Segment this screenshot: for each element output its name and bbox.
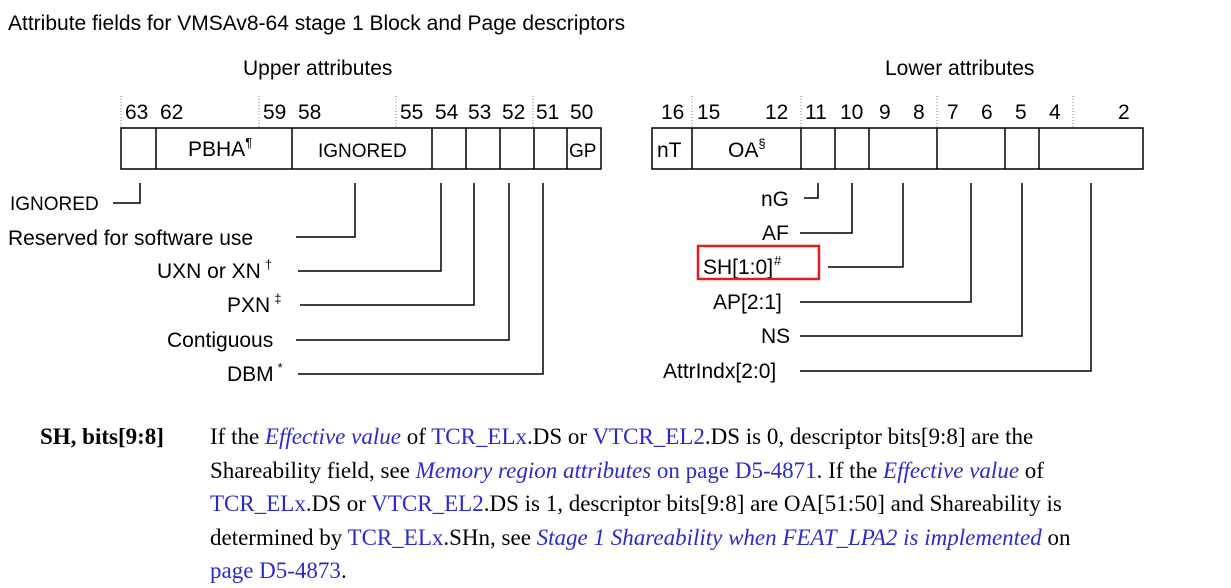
attribute-fields-diagram: Attribute fields for VMSAv8-64 stage 1 B…: [8, 12, 1144, 386]
bit-number: 16: [661, 101, 684, 124]
bit-number: 2: [1118, 101, 1130, 124]
bit-number: 58: [298, 101, 321, 124]
upper-bit-numbers: 63 62 59 58 55 54 53 52 51 50: [125, 101, 593, 124]
lower-leader-lines: [800, 183, 1092, 372]
effective-value-link[interactable]: Effective value: [883, 457, 1020, 483]
upper-leader-lines: [113, 183, 544, 375]
field-description-body: If the Effective value of TCR_ELx.DS or …: [210, 420, 1230, 588]
gp-field: GP: [569, 141, 596, 162]
bit-number: 63: [125, 101, 148, 124]
lower-bit-numbers: 16 15 12 11 10 9 8 7 6 5 4 2: [661, 101, 1130, 124]
label-ignored: IGNORED: [10, 194, 99, 215]
memory-region-attributes-link[interactable]: Memory region attributes: [415, 457, 652, 483]
bit-number: 5: [1015, 101, 1027, 124]
bit-number: 62: [160, 101, 183, 124]
tcr-elx-link[interactable]: TCR_ELx: [431, 424, 528, 449]
vtcr-el2-link[interactable]: VTCR_EL2: [371, 491, 484, 516]
ignored-field: IGNORED: [318, 141, 407, 162]
bit-number: 55: [400, 101, 423, 124]
effective-value-link[interactable]: Effective value: [264, 424, 401, 449]
bit-number: 51: [536, 101, 559, 124]
bit-number: 52: [502, 101, 525, 124]
bit-tick-guides: [120, 96, 1074, 128]
bit-number: 8: [913, 101, 925, 124]
tcr-elx-link[interactable]: TCR_ELx: [210, 491, 306, 516]
bit-number: 50: [570, 101, 593, 124]
description-line: page D5-4873.: [210, 558, 347, 583]
description-line: determined by TCR_ELx.SHn, see Stage 1 S…: [210, 524, 1071, 550]
bit-number: 53: [468, 101, 491, 124]
description-line: TCR_ELx.DS or VTCR_EL2.DS is 1, descript…: [210, 491, 1062, 516]
nt-field: nT: [657, 139, 682, 162]
label-contiguous: Contiguous: [167, 329, 273, 352]
label-ns: NS: [761, 325, 790, 348]
pbha-field: PBHA¶: [188, 135, 252, 161]
upper-field-labels: IGNORED Reserved for software use UXN or…: [8, 194, 283, 386]
label-af: AF: [762, 222, 789, 245]
label-dbm: DBM*: [227, 360, 283, 386]
upper-register: [120, 127, 602, 170]
bit-number: 10: [840, 101, 863, 124]
bit-number: 59: [263, 101, 286, 124]
field-term: SH, bits[9:8]: [40, 424, 164, 449]
figure-title: Attribute fields for VMSAv8-64 stage 1 B…: [8, 12, 625, 35]
bit-number: 12: [765, 101, 788, 124]
page-d5-4873-link[interactable]: page D5-4873: [210, 558, 341, 583]
label-uxn-xn: UXN or XN†: [157, 257, 272, 283]
label-reserved-software: Reserved for software use: [8, 227, 253, 250]
bit-number: 15: [697, 101, 720, 124]
lower-field-labels: nG AF SH[1:0]# AP[2:1] NS AttrIndx[2:0]: [663, 188, 790, 383]
label-attrindx: AttrIndx[2:0]: [663, 360, 776, 383]
bit-number: 11: [805, 101, 827, 124]
label-pxn: PXN‡: [227, 291, 281, 317]
label-ng: nG: [761, 188, 789, 211]
sh-highlight-box: [696, 244, 821, 281]
bit-number: 6: [981, 101, 993, 124]
oa-field: OA§: [728, 136, 766, 162]
page-d5-4871-link[interactable]: on page D5-4871: [651, 457, 817, 483]
bit-number: 4: [1049, 101, 1061, 124]
label-sh: SH[1:0]#: [703, 253, 782, 279]
description-line: If the Effective value of TCR_ELx.DS or …: [210, 424, 1034, 449]
bit-number: 54: [435, 101, 459, 124]
lower-attributes-heading: Lower attributes: [885, 57, 1034, 80]
bit-number: 7: [947, 101, 959, 124]
tcr-elx-link[interactable]: TCR_ELx: [347, 524, 444, 550]
description-line: Shareability field, see Memory region at…: [210, 457, 1044, 483]
lower-register: [651, 127, 1144, 170]
upper-attributes-heading: Upper attributes: [243, 57, 392, 80]
bit-number: 9: [879, 101, 891, 124]
label-ap: AP[2:1]: [713, 291, 782, 314]
stage1-shareability-link[interactable]: Stage 1 Shareability when FEAT_LPA2 is i…: [536, 524, 1042, 550]
vtcr-el2-link[interactable]: VTCR_EL2: [592, 424, 705, 449]
